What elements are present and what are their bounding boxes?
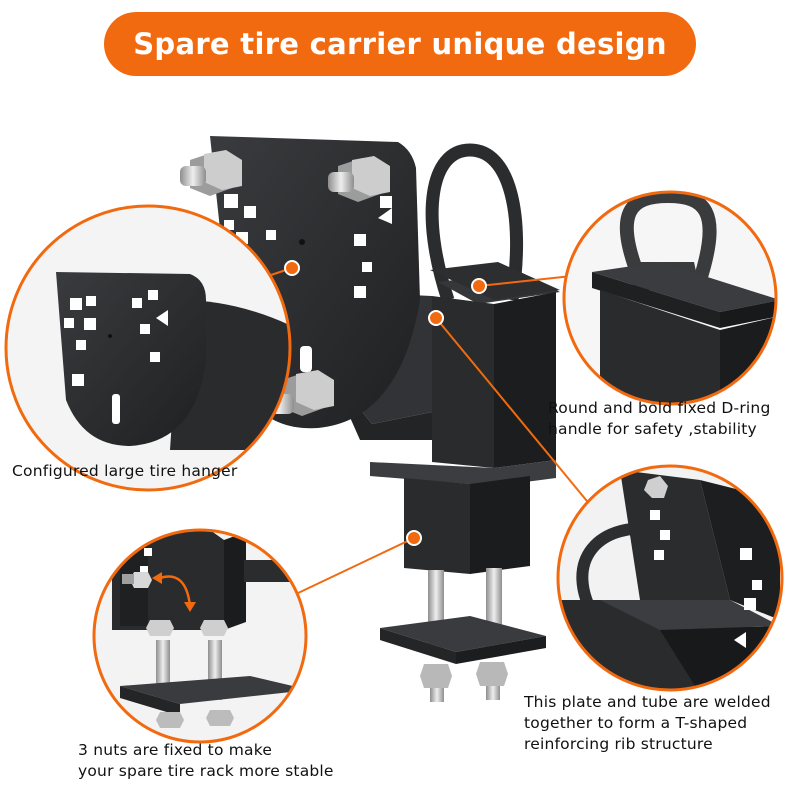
caption-d-ring-line-2: handle for safety ,stability <box>548 420 757 438</box>
caption-nuts: 3 nuts are fixed to make your spare tire… <box>78 740 334 782</box>
caption-tire-hanger: Configured large tire hanger <box>12 461 237 482</box>
caption-d-ring: Round and bold fixed D-ring handle for s… <box>548 398 770 440</box>
page-title: Spare tire carrier unique design <box>133 27 667 61</box>
curved-arrow-icon <box>159 575 192 607</box>
caption-welded-plate-line-1: This plate and tube are welded <box>524 693 771 711</box>
caption-nuts-line-1: 3 nuts are fixed to make <box>78 741 273 759</box>
detail-welded-plate <box>556 464 784 692</box>
detail-tire-hanger <box>4 204 292 492</box>
caption-welded-plate-line-3: reinforcing rib structure <box>524 735 713 753</box>
hanger-bolts <box>180 150 390 416</box>
caption-nuts-line-2: your spare tire rack more stable <box>78 762 334 780</box>
callout-dot-icon <box>284 260 487 546</box>
caption-welded-plate: This plate and tube are welded together … <box>524 692 771 755</box>
detail-d-ring <box>562 190 778 406</box>
detail-nuts <box>92 528 308 744</box>
caption-welded-plate-line-2: together to form a T-shaped <box>524 714 748 732</box>
title-banner: Spare tire carrier unique design <box>104 12 696 76</box>
caption-tire-hanger-line: Configured large tire hanger <box>12 462 238 480</box>
d-ring-handle <box>425 143 524 303</box>
caption-d-ring-line-1: Round and bold fixed D-ring <box>548 399 771 417</box>
